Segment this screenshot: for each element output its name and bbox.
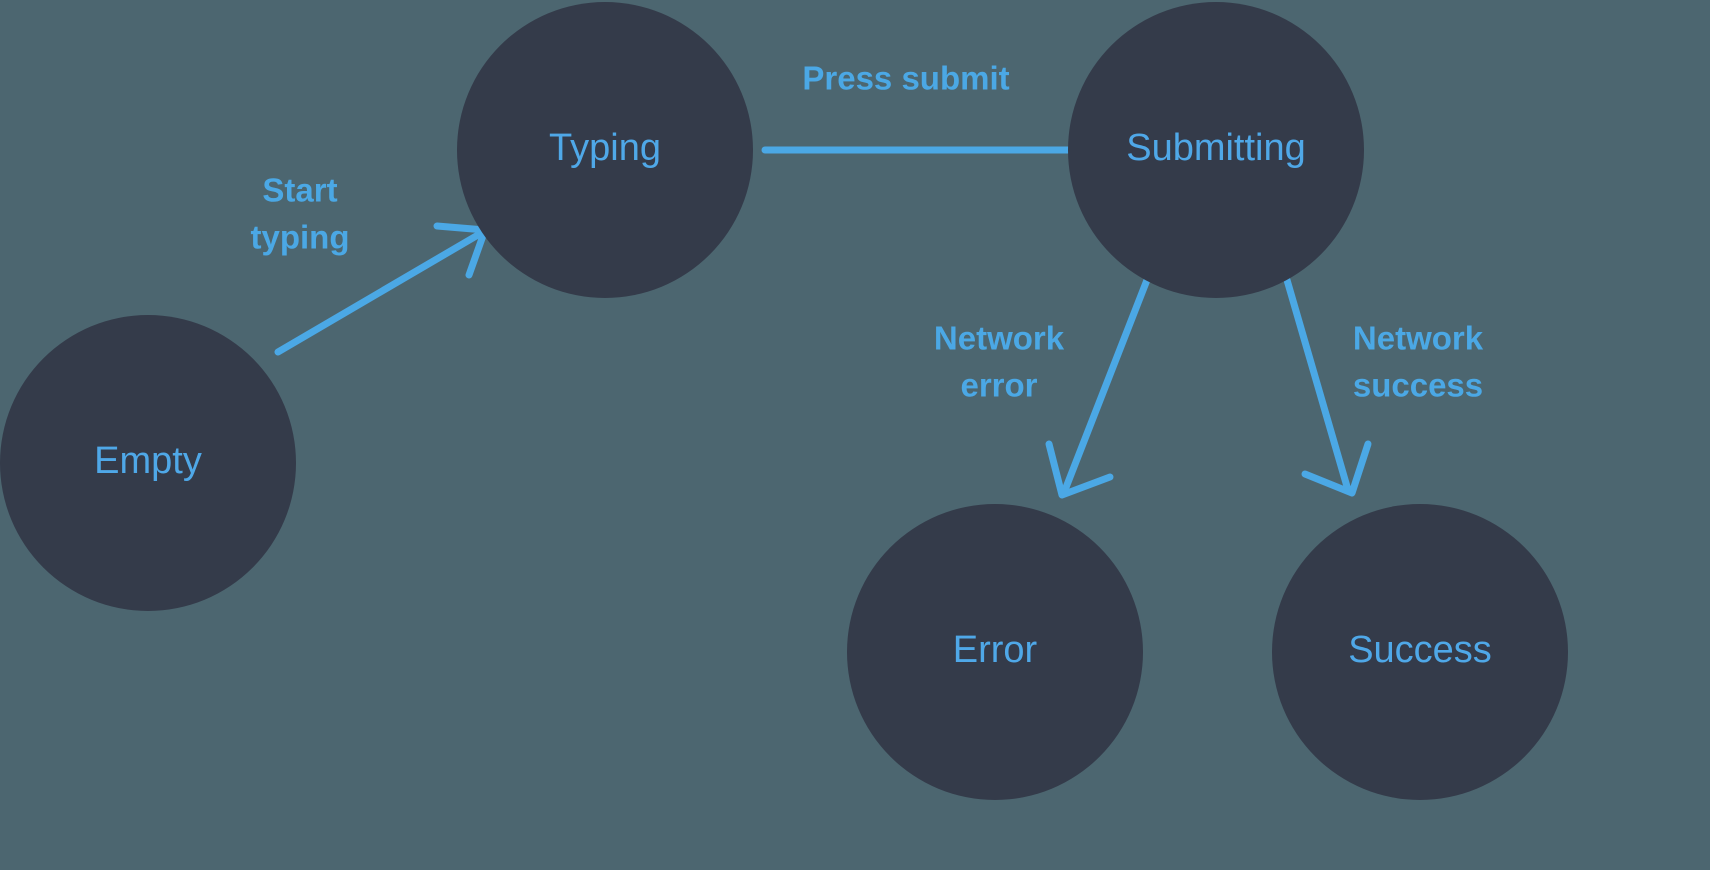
edge-submitting-to-error-arrowhead-icon <box>1045 440 1114 499</box>
node-submitting[interactable]: Submitting <box>1068 2 1364 298</box>
node-error[interactable]: Error <box>847 504 1143 800</box>
edge-label-network-success-line2: success <box>1353 367 1483 404</box>
node-error-circle[interactable] <box>847 504 1143 800</box>
edge-submitting-to-error <box>1045 276 1151 499</box>
edge-label-start-typing-line2: typing <box>251 219 350 256</box>
node-success[interactable]: Success <box>1272 504 1568 800</box>
node-success-label: Success <box>1348 629 1492 671</box>
edge-label-network-error-line1: Network <box>934 320 1065 357</box>
edge-submitting-to-error-line <box>1061 276 1151 494</box>
node-submitting-circle[interactable] <box>1068 2 1364 298</box>
edge-label-start-typing-line1: Start <box>262 172 337 209</box>
edge-label-network-success-line1: Network <box>1353 320 1484 357</box>
edge-label-press-submit: Press submit <box>802 60 1009 97</box>
node-empty-circle[interactable] <box>0 315 296 611</box>
edge-submitting-to-success-line <box>1283 276 1352 494</box>
node-empty-label: Empty <box>94 440 202 482</box>
node-typing[interactable]: Typing <box>457 2 753 298</box>
node-typing-label: Typing <box>549 127 661 169</box>
edge-label-start-typing: Start typing <box>251 172 350 256</box>
node-empty[interactable]: Empty <box>0 315 296 611</box>
node-typing-circle[interactable] <box>457 2 753 298</box>
edge-empty-to-typing-line <box>274 228 487 356</box>
node-success-circle[interactable] <box>1272 504 1568 800</box>
edge-label-network-error-line2: error <box>960 367 1037 404</box>
edge-label-press-submit-line1: Press submit <box>802 60 1009 97</box>
edge-submitting-to-success <box>1283 276 1372 497</box>
edge-label-network-error: Network error <box>934 320 1065 404</box>
node-submitting-label: Submitting <box>1126 127 1306 169</box>
edge-submitting-to-success-arrowhead-icon <box>1301 440 1372 497</box>
node-error-label: Error <box>953 629 1038 671</box>
edge-label-network-success: Network success <box>1353 320 1484 404</box>
